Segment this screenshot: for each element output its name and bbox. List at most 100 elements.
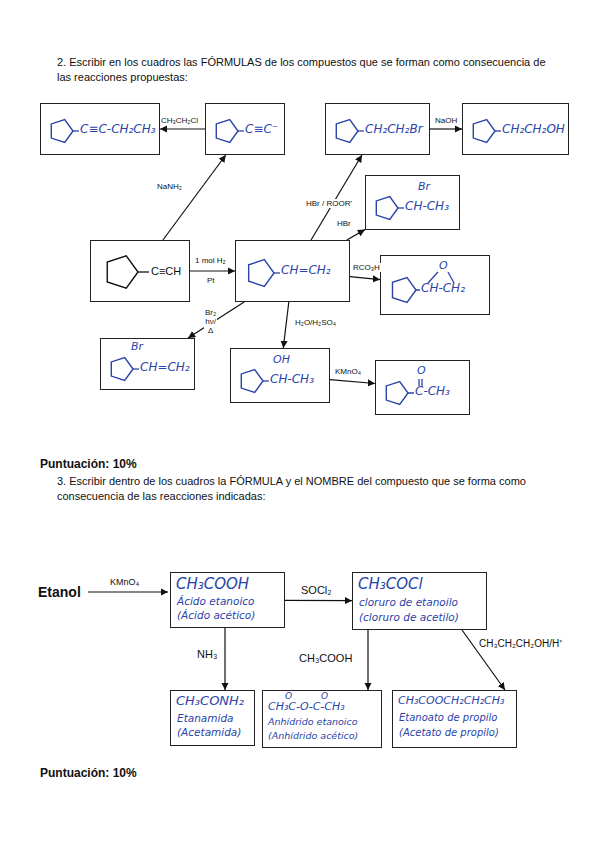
compound-name: Anhídrido etanoico [268, 717, 358, 728]
compound-name: cloruro de etanoilo [359, 596, 458, 608]
product-box: O C-CH₃ [375, 360, 470, 415]
reaction-arrow [311, 155, 362, 240]
formula-text: O [417, 365, 426, 378]
question-text: 2. Escribir en los cuadros las FÓRMULAS … [57, 55, 547, 85]
reaction-arrow [224, 628, 225, 690]
etanol-arrow [88, 591, 168, 592]
reaction-arrow [330, 380, 375, 384]
bond-line [263, 380, 269, 381]
reagent-label: Br₂ hν/Δ [204, 308, 217, 336]
reaction-arrow [188, 302, 244, 338]
reagent-label: Pt [207, 276, 215, 287]
reaction-arrow [430, 128, 462, 129]
compound-name: (Acetato de propilo) [399, 727, 499, 739]
score-note: Puntuación: 10% [40, 765, 137, 781]
ring-outline [51, 120, 73, 143]
formula-text: CH=CH₂ [140, 361, 190, 375]
formula-text: CH₃COCl [358, 576, 423, 593]
compound-box: CH₃CONH₂ Etanamida (Acetamida) [170, 690, 255, 746]
reaction-arrow [283, 302, 289, 348]
reaction-arrow [190, 270, 235, 271]
bond-line [274, 272, 280, 273]
product-box: BrCH=CH₂ [100, 338, 195, 390]
compound-box: CH₃COCl cloruro de etanoilo (cloruro de ac… [352, 572, 487, 630]
compound-name: Etanoato de propilo [399, 712, 497, 724]
reagent-label: NH₃ [196, 648, 218, 661]
reagent-label: NaNH₂ [156, 182, 183, 191]
reagent-label: RCO₃H [352, 263, 381, 272]
formula-text: Br [418, 181, 430, 194]
ring-outline [241, 370, 263, 393]
bond-line [495, 130, 501, 131]
product-box: C≡C⁻ [205, 103, 285, 155]
product-box: OH CH-CH₃ [230, 348, 330, 403]
product-box: C≡CH [90, 240, 190, 302]
formula-text: CH₂CH₂OH [502, 123, 565, 137]
reaction-arrow [160, 128, 205, 129]
score-note: Puntuación: 10% [40, 456, 137, 472]
ring-outline [216, 120, 238, 143]
formula-text: C≡C-CH₂CH₃ [80, 123, 156, 137]
reagent-label: CH₃CH₂Cl [160, 116, 199, 125]
bond-line [133, 368, 139, 369]
formula-text: Br [131, 341, 143, 354]
formula-text: CH₃CONH₂ [176, 694, 244, 709]
formula-text: C≡C⁻ [245, 123, 278, 137]
compound-name: (Acetamida) [177, 726, 241, 738]
compound-name: Ácido etanoico [177, 595, 255, 607]
reagent-label: HBr [336, 219, 352, 228]
product-box: CH₂CH₂Br [325, 103, 430, 155]
reaction-arrow [347, 230, 365, 240]
reagent-label: CH₃CH₂CH₂OH/H⁺ [478, 638, 563, 650]
product-box: OCH-CH₂ [380, 255, 490, 315]
formula-text: C≡CH [151, 265, 181, 278]
formula-text: CH₂CH₂Br [365, 123, 423, 137]
reagent-label: 1 mol H₂ [194, 256, 227, 265]
formula-text: C-CH₃ [415, 385, 450, 399]
formula-text: CH=CH₂ [281, 264, 331, 278]
compound-name: CH₃C-O-C-CH₃ [268, 701, 345, 714]
reagent-label: HBr / ROOR' [305, 199, 353, 208]
bond-line [73, 130, 79, 131]
reagent-label: CH₃COOH [298, 652, 353, 665]
ring-outline [249, 260, 274, 287]
compound-name: Etanamida [177, 712, 234, 724]
compound-name: (Ácido acético) [177, 609, 255, 621]
compound-name: O [321, 691, 328, 701]
formula-text: CH₃COOH [176, 576, 249, 593]
product-box: CH=CH₂ [235, 240, 350, 302]
compound-name: (cloruro de acetilo) [359, 611, 459, 623]
compound-name: (Anhídrido acético) [268, 731, 358, 742]
formula-text: O [285, 691, 292, 701]
reaction-arrow [367, 630, 368, 690]
compound-box: O OCH₃C-O-C-CH₃ Anhídrido etanoico (Anhídri… [262, 690, 382, 748]
formula-text: OH [273, 354, 290, 367]
formula-text: CH-CH₃ [270, 373, 314, 387]
reaction-arrow [163, 155, 226, 240]
bond-line [358, 130, 364, 131]
product-box: CH₂CH₂OH [462, 103, 569, 155]
product-box: BrCH-CH₃ [365, 175, 460, 230]
ring-outline [392, 278, 416, 303]
bond-line [398, 207, 404, 208]
formula-text: CH₃COOCH₂CH₂CH₃ [398, 695, 504, 708]
ring-outline [376, 197, 398, 220]
ring-outline [386, 382, 408, 405]
bond-line [138, 271, 149, 272]
formula-text: CH-CH₃ [405, 200, 449, 214]
ring-outline [111, 358, 133, 381]
reagent-label: Etanol [38, 583, 81, 602]
reagent-label: SOCl₂ [300, 584, 333, 597]
reagent-label: KMnO₄ [110, 576, 139, 588]
reagent-label: H₂O/H₂SO₄ [294, 318, 337, 327]
reagent-label: NaOH [434, 116, 458, 125]
reagent-label: KMnO₄ [334, 367, 362, 376]
compound-box: CH₃COOH Ácido etanoico (Ácido acético) [170, 572, 285, 628]
compound-box: CH₃COOCH₂CH₂CH₃ Etanoato de propilo (Aceta… [392, 690, 517, 748]
formula-text: CH-CH₂ [421, 282, 465, 296]
bond-line [238, 130, 244, 131]
product-box: C≡C-CH₂CH₃ [40, 103, 160, 155]
reaction-arrow [350, 277, 380, 280]
question-text: 3. Escribir dentro de los cuadros la FÓR… [57, 474, 547, 504]
